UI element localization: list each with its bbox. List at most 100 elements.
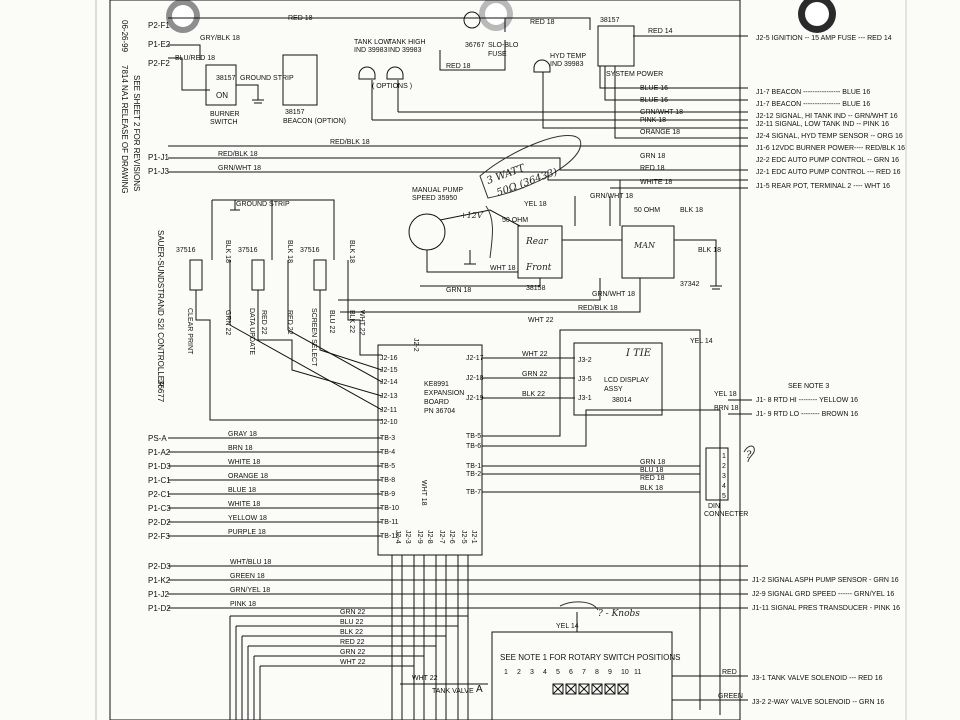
board-name3: BOARD (424, 399, 449, 406)
right-wire-5: ORANGE 18 (640, 129, 680, 136)
rotary-terminal-8 (591, 683, 603, 695)
options-label: ( OPTIONS ) (372, 83, 412, 90)
wire-wht18: WHT 18 (490, 265, 516, 272)
board-left-pin-11: TB-10 (380, 505, 399, 512)
din-grn18: GRN 18 (640, 459, 665, 466)
punch-hole-left (166, 0, 200, 33)
ohm-b: 50 OHM (634, 207, 660, 214)
right-wire-1: BLUE 16 (640, 85, 668, 92)
part-36767: 36767 (465, 42, 485, 49)
right-label-9: J1-5 REAR POT, TERMINAL 2 ---- WHT 16 (756, 183, 890, 190)
left-pin-2: P1-D3 (148, 462, 171, 471)
sw-red22: RED 22 (260, 310, 267, 335)
rotary-terminal-9 (604, 683, 616, 695)
pin-p1-e2: P1-E2 (148, 40, 171, 49)
switch-name-2: SCREEN SELECT (310, 308, 317, 367)
left-pin-4: P2-C1 (148, 490, 171, 499)
board-left-pin-10: TB-9 (380, 491, 395, 498)
wire-red-bottom: RED (722, 669, 737, 676)
rotary-num-5: 6 (569, 669, 573, 676)
switch-on-label: ON (216, 91, 228, 100)
wire-red-blk-mid: RED/BLK 18 (218, 151, 258, 158)
switch-num-2: 37516 (300, 247, 320, 254)
left-pin-5: P1-C3 (148, 504, 171, 513)
switch-label: SWITCH (210, 119, 238, 126)
din-pin-4: 4 (722, 483, 726, 490)
board-wht18: WHT 18 (420, 480, 427, 506)
pin-p1-j1: P1-J1 (148, 153, 169, 162)
board-left-pin-0: J2-16 (380, 355, 398, 362)
board-j2-2: J2-2 (412, 338, 419, 352)
lcd-j3-2: J3-2 (578, 357, 592, 364)
board-left-pin-8: TB-5 (380, 463, 395, 470)
board-left-pin-6: TB-3 (380, 435, 395, 442)
low-wire-1: GREEN 18 (230, 573, 265, 580)
board-bottom-pin-0: J2-4 (394, 530, 401, 544)
wire-blk18b: BLK 18 (698, 247, 721, 254)
switch-w2-1: RED 22 (286, 310, 293, 335)
side-release: NA1 RELEASE OF DRAWING (120, 85, 129, 194)
board-right-pin-7: TB-7 (466, 489, 481, 496)
right-wire-8: RED 18 (640, 165, 665, 172)
switch-w1-2: BLK 18 (348, 240, 355, 263)
low-wire-2: GRN/YEL 18 (230, 587, 270, 594)
wire-grn18: GRN 18 (446, 287, 471, 294)
right-label-0: J2-5 IGNITION -- 15 AMP FUSE --- RED 14 (756, 35, 892, 42)
wire-red18-c: RED 18 (446, 63, 471, 70)
side-title: SAUER-SUNDSTRAND S2I CONTROLLER (156, 230, 165, 387)
right-label-1: J1-7 BEACON ---------------- BLUE 16 (756, 89, 870, 96)
ground-strip-mid: GROUND STRIP (236, 201, 290, 208)
wire-blu-red: BLU/RED 18 (175, 55, 215, 62)
low-pin-2: P1-J2 (148, 590, 169, 599)
right-label-4: J2-11 SIGNAL, LOW TANK IND -- PINK 16 (756, 121, 889, 128)
wire-green-bottom: GREEN (718, 693, 743, 700)
din-label: DIN (708, 503, 720, 510)
tank-valve-label: TANK VALVE (432, 688, 474, 695)
bus22-3: RED 22 (340, 639, 365, 646)
beacon (282, 54, 318, 106)
j1-8-label: J1- 8 RTD HI -------- YELLOW 16 (756, 397, 858, 404)
switch-w1-1: BLK 18 (286, 240, 293, 263)
wire-blk18: BLK 18 (680, 207, 703, 214)
switch-name-0: CLEAR PRINT (186, 308, 193, 355)
board-bottom-pin-3: J2-8 (426, 530, 433, 544)
left-wire-5: WHITE 18 (228, 501, 260, 508)
right-label-3: J2-12 SIGNAL, HI TANK IND -- GRN/WHT 16 (756, 113, 898, 120)
left-wire-1: BRN 18 (228, 445, 253, 452)
board-left-pin-13: TB-12 (380, 533, 399, 540)
wire-yel18: YEL 18 (524, 201, 547, 208)
wire-grn-wht-mid: GRN/WHT 18 (218, 165, 261, 172)
low-wire-3: PINK 18 (230, 601, 256, 608)
din-question: ? (746, 450, 752, 461)
low-label-3: J1-11 SIGNAL PRES TRANSDUCER - PINK 16 (752, 605, 900, 612)
rotary-num-1: 2 (517, 669, 521, 676)
burner-label: BURNER (210, 111, 240, 118)
j3-1-label: J3-1 TANK VALVE SOLENOID --- RED 16 (752, 675, 883, 682)
wire-grn-wht18: GRN/WHT 18 (590, 193, 633, 200)
right-wire-9: WHITE 18 (640, 179, 672, 186)
board-left-pin-7: TB-4 (380, 449, 395, 456)
side-number: 36677 (156, 380, 165, 403)
relay-front-label: Front (525, 263, 552, 273)
rotary-num-9: 10 (621, 669, 629, 676)
slo-blo-label: SLO-BLO (488, 42, 519, 49)
part-38157-a: 38157 (216, 75, 236, 82)
punch-hole-center (479, 0, 513, 31)
speed-label: SPEED 35950 (412, 195, 457, 202)
beacon-label: BEACON (OPTION) (283, 118, 346, 125)
connecter-label: CONNECTER (704, 511, 748, 518)
board-bottom-pin-6: J2-5 (460, 530, 467, 544)
wire-wht22-bottom: WHT 22 (412, 675, 438, 682)
rotary-num-6: 7 (582, 669, 586, 676)
relay-man-label: MAN (633, 241, 656, 250)
left-pin-3: P1-C1 (148, 476, 171, 485)
lcd-display-assy (573, 342, 663, 416)
hyd-temp-label: HYD TEMP (550, 53, 586, 60)
low-wire-0: WHT/BLU 18 (230, 559, 271, 566)
left-wire-4: BLUE 18 (228, 487, 256, 494)
switch-w2-2: BLK 22 (348, 310, 355, 333)
